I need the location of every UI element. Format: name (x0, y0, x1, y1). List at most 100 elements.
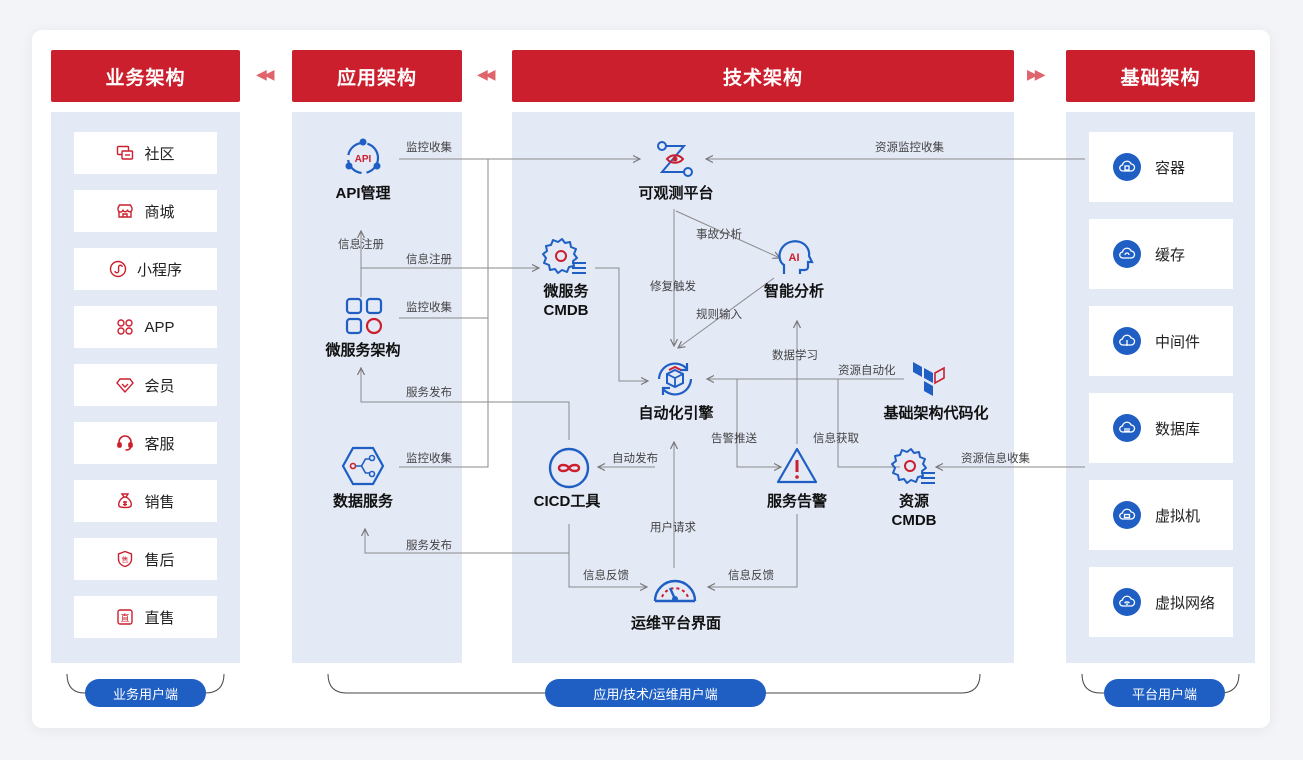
business-item-direct[interactable]: 直 直售 (74, 596, 217, 638)
terraform-icon (911, 360, 951, 405)
data-service-icon (341, 446, 385, 491)
base-item-vnet[interactable]: 虚拟网络 (1089, 567, 1233, 637)
node-microservice-cmdb[interactable]: 微服务 CMDB (543, 282, 588, 320)
business-item-label: 会员 (144, 377, 175, 395)
ai-head-icon: AI (775, 238, 815, 283)
business-item-community[interactable]: 社区 (74, 132, 217, 174)
edge-label: 信息获取 (813, 433, 859, 445)
edge-label: 信息注册 (338, 239, 384, 251)
header-business: 业务架构 (51, 50, 240, 102)
headset-icon (116, 434, 134, 452)
left-arrows-icon: ◀◀ (256, 66, 274, 82)
base-item-label: 虚拟网络 (1155, 594, 1216, 612)
node-iac[interactable]: 基础架构代码化 (883, 405, 989, 422)
store-icon (116, 202, 134, 220)
business-item-app[interactable]: APP (74, 306, 217, 348)
node-data-service[interactable]: 数据服务 (332, 493, 394, 510)
business-item-mall[interactable]: 商城 (74, 190, 217, 232)
business-item-label: 社区 (144, 145, 175, 163)
base-item-label: 数据库 (1155, 420, 1201, 438)
business-user-pill: 业务用户端 (85, 679, 206, 707)
edge-label: 事故分析 (696, 229, 742, 241)
base-item-cache[interactable]: 缓存 (1089, 219, 1233, 289)
microservice-grid-icon (345, 297, 383, 340)
right-arrows-icon: ▶▶ (1027, 66, 1045, 82)
node-ops-platform[interactable]: 运维平台界面 (630, 615, 722, 632)
base-item-label: 中间件 (1155, 333, 1201, 351)
automation-engine-icon (653, 357, 697, 406)
business-item-member[interactable]: 会员 (74, 364, 217, 406)
svg-text:直: 直 (121, 612, 130, 624)
base-item-container[interactable]: 容器 (1089, 132, 1233, 202)
edge-label: 服务发布 (406, 540, 452, 552)
edge-label: 信息反馈 (583, 570, 629, 582)
edge-label: 服务发布 (406, 387, 452, 399)
header-infrastructure: 基础架构 (1066, 50, 1255, 102)
node-label-line: CMDB (891, 512, 937, 529)
header-application: 应用架构 (292, 50, 462, 102)
base-item-label: 容器 (1155, 159, 1186, 177)
edge-label: 告警推送 (711, 433, 757, 445)
platform-user-pill: 平台用户端 (1104, 679, 1225, 707)
edge-label: 监控收集 (406, 142, 452, 154)
cloud-database-icon (1113, 414, 1141, 442)
cloud-container-icon (1113, 153, 1141, 181)
business-item-label: 销售 (144, 493, 175, 511)
node-ai-analysis[interactable]: 智能分析 (763, 283, 825, 300)
edge-label: 监控收集 (406, 453, 452, 465)
svg-text:售: 售 (122, 555, 129, 564)
cicd-icon (547, 446, 591, 495)
node-label-line: CMDB (543, 302, 589, 319)
resource-gear-cmdb-icon (891, 446, 939, 495)
app-tech-ops-user-pill: 应用/技术/运维用户端 (545, 679, 766, 707)
cloud-network-icon (1113, 588, 1141, 616)
cloud-cache-icon (1113, 240, 1141, 268)
header-technology: 技术架构 (512, 50, 1014, 102)
shield-sale-icon: 售 (116, 550, 134, 568)
node-api-management[interactable]: API管理 (335, 185, 391, 202)
money-bag-icon (116, 492, 134, 510)
app-grid-icon (116, 318, 134, 336)
node-label-line: 微服务 (543, 283, 589, 300)
node-resource-cmdb[interactable]: 资源 CMDB (892, 492, 937, 530)
business-item-label: 客服 (144, 435, 175, 453)
business-item-aftersales[interactable]: 售 售后 (74, 538, 217, 580)
edge-label: 信息反馈 (728, 570, 774, 582)
application-panel (292, 112, 462, 663)
node-automation-engine[interactable]: 自动化引擎 (638, 405, 714, 422)
base-item-label: 缓存 (1155, 246, 1186, 264)
api-icon: API (341, 136, 385, 185)
node-label-line: 资源 (898, 493, 929, 510)
cloud-vm-icon (1113, 501, 1141, 529)
miniprogram-icon (109, 260, 127, 278)
left-arrows-icon: ◀◀ (477, 66, 495, 82)
observability-icon (653, 140, 697, 185)
base-item-label: 虚拟机 (1155, 507, 1201, 525)
base-item-middleware[interactable]: 中间件 (1089, 306, 1233, 376)
chat-icon (116, 144, 134, 162)
edge-label: 数据学习 (772, 350, 818, 362)
edge-label: 用户请求 (650, 522, 696, 534)
business-item-miniprogram[interactable]: 小程序 (74, 248, 217, 290)
base-item-database[interactable]: 数据库 (1089, 393, 1233, 463)
node-microservice-architecture[interactable]: 微服务架构 (325, 342, 401, 359)
edge-label: 信息注册 (406, 254, 452, 266)
edge-label: 规则输入 (696, 309, 742, 321)
node-cicd[interactable]: CICD工具 (533, 493, 601, 510)
ai-badge: AI (789, 252, 800, 264)
business-item-label: APP (144, 318, 175, 336)
business-item-label: 小程序 (136, 261, 182, 279)
base-item-vm[interactable]: 虚拟机 (1089, 480, 1233, 550)
edge-label: 监控收集 (406, 302, 452, 314)
diamond-icon (116, 376, 135, 394)
node-service-alert[interactable]: 服务告警 (766, 493, 828, 510)
business-item-label: 商城 (144, 203, 175, 221)
business-item-label: 直售 (144, 609, 175, 627)
node-observability[interactable]: 可观测平台 (638, 185, 714, 202)
business-item-service[interactable]: 客服 (74, 422, 217, 464)
edge-label: 自动发布 (612, 453, 658, 465)
dashboard-gauge-icon (652, 567, 698, 612)
business-item-sales[interactable]: 销售 (74, 480, 217, 522)
edge-label: 资源监控收集 (875, 142, 944, 154)
